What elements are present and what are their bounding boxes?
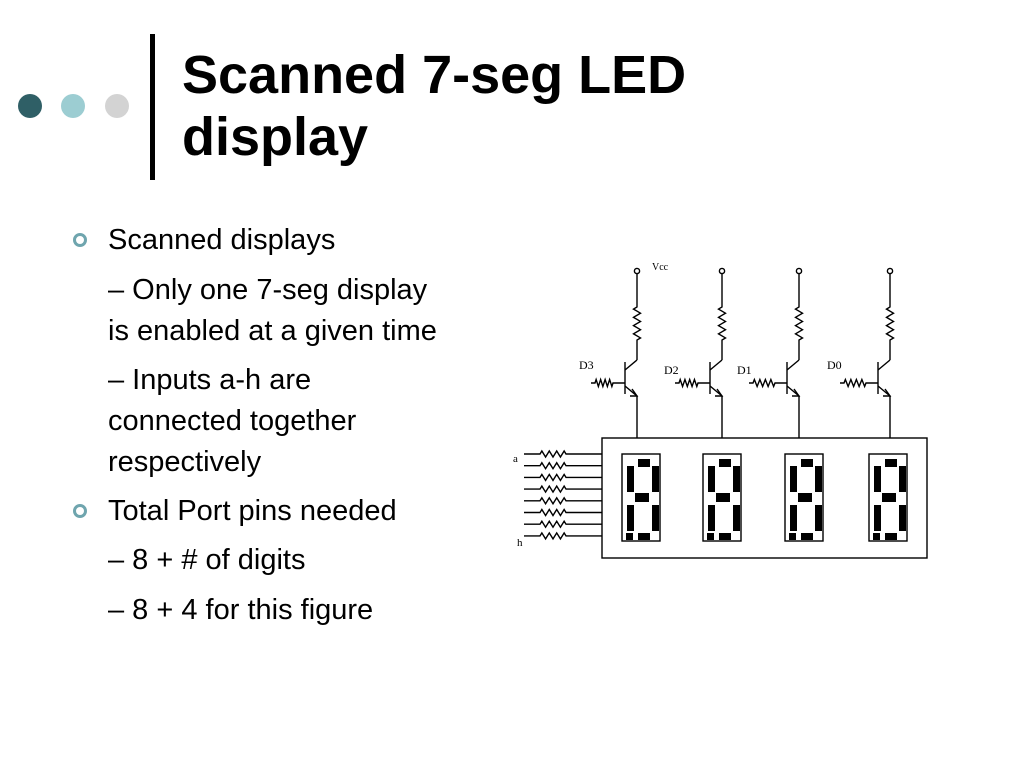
segment-input-resistor xyxy=(524,519,602,529)
collector-resistor xyxy=(885,274,895,360)
gray-dot xyxy=(105,94,129,118)
segment-input-resistor xyxy=(524,473,602,482)
digit-outline xyxy=(784,453,824,542)
decorative-dots xyxy=(18,94,138,120)
sub-bullet-line: – Inputs a-h are xyxy=(108,364,312,396)
segment-input-resistor xyxy=(524,449,602,459)
led-segment xyxy=(627,466,634,492)
segment-label-h: h xyxy=(517,537,523,549)
led-segment xyxy=(873,533,880,540)
sub-bullet-line: respectively xyxy=(108,446,262,478)
led-segment xyxy=(733,466,740,492)
digit-label-d2: D2 xyxy=(664,363,679,377)
led-segment xyxy=(790,505,797,531)
led-segment xyxy=(789,533,796,540)
segment-input-resistor xyxy=(524,461,602,471)
dark-dot xyxy=(18,94,42,118)
led-display-schematic: Vcc D3 D2 D1 D0 a h xyxy=(513,262,928,559)
led-segment xyxy=(801,533,813,540)
led-segment xyxy=(874,466,881,492)
led-segment xyxy=(652,466,659,492)
sub-bullet-line: – 8 + # of digits xyxy=(108,544,306,576)
led-segment xyxy=(627,505,634,531)
led-segment xyxy=(638,533,650,540)
teal-dot xyxy=(61,94,85,118)
led-segment xyxy=(708,466,715,492)
vcc-label: Vcc xyxy=(652,262,669,273)
led-segment xyxy=(801,459,813,467)
emitter-arrow xyxy=(792,388,801,397)
digit-outline xyxy=(868,453,908,542)
base-resistor xyxy=(591,377,625,389)
vcc-terminal xyxy=(795,267,803,275)
vcc-terminal xyxy=(633,267,641,275)
digit-label-d3: D3 xyxy=(579,358,594,372)
collector-resistor xyxy=(632,274,642,360)
sub-bullet-line: is enabled at a given time xyxy=(108,315,437,347)
bullet-text: Total Port pins needed xyxy=(108,495,397,527)
digit-outline xyxy=(621,453,661,542)
led-segment xyxy=(708,505,715,531)
led-segment xyxy=(899,466,906,492)
transistor-collector xyxy=(709,359,723,371)
title-line-2: display xyxy=(182,107,369,167)
segment-input-resistor xyxy=(524,484,602,494)
sub-bullet-line: – Only one 7-seg display xyxy=(108,274,428,306)
bullet-marker xyxy=(73,233,87,247)
led-segment xyxy=(874,505,881,531)
bullet-text: Scanned displays xyxy=(108,224,336,256)
base-resistor xyxy=(675,377,710,389)
digit-label-d0: D0 xyxy=(827,358,842,372)
segment-input-resistor xyxy=(524,531,602,541)
digit-outline xyxy=(702,453,742,542)
digit-label-d1: D1 xyxy=(737,363,752,377)
display-box xyxy=(601,437,928,559)
led-segment xyxy=(716,493,730,502)
collector-resistor xyxy=(717,274,727,360)
led-segment xyxy=(719,459,731,467)
led-segment xyxy=(798,493,812,502)
title-divider xyxy=(150,34,155,180)
sub-bullet-line: – 8 + 4 for this figure xyxy=(108,594,374,626)
led-segment xyxy=(626,533,633,540)
segment-input-resistor xyxy=(524,508,602,517)
led-segment xyxy=(652,505,659,531)
title-line-1: Scanned 7-seg LED xyxy=(182,45,687,105)
led-segment xyxy=(719,533,731,540)
sub-bullet-line: connected together xyxy=(108,405,357,437)
bullet-marker xyxy=(73,504,87,518)
transistor-collector xyxy=(877,359,891,371)
emitter-arrow xyxy=(715,388,724,397)
led-segment xyxy=(635,493,649,502)
base-resistor xyxy=(840,377,878,389)
led-segment xyxy=(638,459,650,467)
vcc-terminal xyxy=(886,267,894,275)
collector-resistor xyxy=(794,274,804,360)
transistor-collector xyxy=(624,359,638,371)
led-segment xyxy=(815,505,822,531)
led-segment xyxy=(733,505,740,531)
emitter-arrow xyxy=(630,388,639,397)
segment-input-resistor xyxy=(524,496,602,506)
transistor-collector xyxy=(786,359,800,371)
base-resistor xyxy=(749,377,787,389)
slide-title: Scanned 7-seg LED display xyxy=(182,44,982,168)
led-segment xyxy=(790,466,797,492)
led-segment xyxy=(885,533,897,540)
vcc-terminal xyxy=(718,267,726,275)
led-segment xyxy=(707,533,714,540)
emitter-arrow xyxy=(883,388,892,397)
segment-label-a: a xyxy=(513,453,518,465)
led-segment xyxy=(899,505,906,531)
led-segment xyxy=(815,466,822,492)
led-segment xyxy=(885,459,897,467)
led-segment xyxy=(882,493,896,502)
